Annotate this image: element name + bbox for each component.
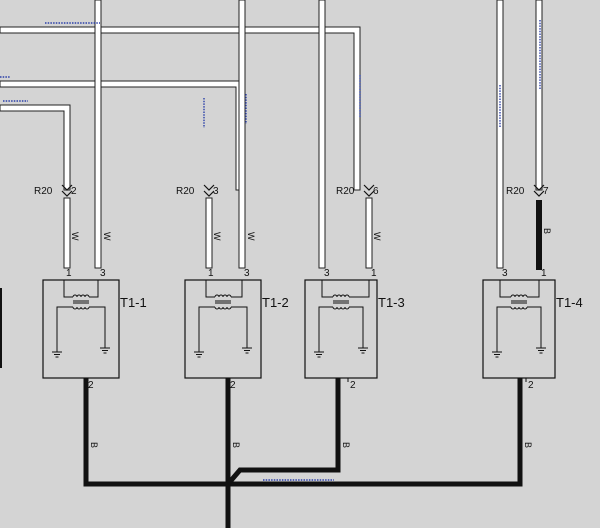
primary-winding-icon	[214, 294, 232, 298]
harness-wire-e	[238, 0, 246, 269]
coil-primary-lead-b	[231, 280, 243, 298]
coil-pin-right: 3	[100, 268, 106, 279]
coil-label: T1-1	[120, 295, 147, 310]
primary-winding-icon	[72, 294, 90, 298]
connector-name: R20	[336, 186, 355, 197]
ground-wire-bus	[83, 378, 523, 487]
coil-label: T1-3	[378, 295, 405, 310]
feed-wire-4-black	[536, 200, 542, 270]
connector-pin: 7	[543, 186, 549, 197]
ground-icon	[194, 351, 204, 358]
harness-wire-d	[94, 0, 102, 269]
harness-wire-c	[0, 104, 71, 191]
ground-icon	[358, 347, 368, 354]
coil-pin-bottom: 2	[350, 380, 356, 391]
secondary-winding-icon	[72, 306, 90, 310]
coil-primary-lead	[63, 280, 73, 298]
harness-wire-b	[0, 80, 243, 191]
connector-chevron	[61, 184, 73, 197]
coil-pin-right: 1	[371, 268, 377, 279]
wire-label-w-3: W	[212, 232, 222, 241]
connector-pin: 6	[373, 186, 379, 197]
connector-group: R20 2 R20 3 R20 6 R20 7	[34, 184, 549, 197]
coil-primary-lead-b	[89, 280, 99, 298]
coil-body	[482, 279, 556, 379]
ground-icon	[242, 347, 252, 354]
primary-winding-icon	[332, 294, 350, 298]
wire-color-labels: W W W W W B B B B B	[70, 228, 552, 448]
connector-name: R20	[34, 186, 53, 197]
connector-name: R20	[176, 186, 195, 197]
feed-wire-3	[365, 197, 373, 269]
coil-primary-lead-b	[527, 280, 540, 298]
coil-body	[184, 279, 262, 379]
coil-pin-left: 3	[324, 268, 330, 279]
connector-2: R20 3	[176, 184, 219, 197]
coil-pin-right: 1	[541, 268, 547, 279]
coil-primary-lead-b	[349, 280, 370, 298]
connector-4: R20 7	[506, 184, 549, 197]
coil-primary-lead	[321, 280, 333, 298]
connector-chevron	[203, 184, 215, 197]
ground-wire-3	[226, 378, 341, 486]
coil-label: T1-4	[556, 295, 583, 310]
ignition-coil-1: 1 3 2 T1-1	[42, 268, 147, 391]
wire-label-b-2: B	[89, 442, 99, 448]
coil-pin-bottom: 2	[230, 380, 236, 391]
harness-wire-g	[496, 0, 504, 269]
coil-pin-left: 1	[208, 268, 214, 279]
connector-3: R20 6	[336, 184, 379, 197]
connector-pin: 2	[71, 186, 77, 197]
coil-pin-right: 3	[244, 268, 250, 279]
wire-label-b-1: B	[542, 228, 552, 234]
coil-label: T1-2	[262, 295, 289, 310]
wire-label-w-1: W	[70, 232, 80, 241]
ground-icon	[52, 351, 62, 358]
feed-wire-2	[205, 197, 213, 269]
wire-label-b-3: B	[231, 442, 241, 448]
ignition-coil-4: 3 1 2 T1-4	[482, 268, 583, 391]
wire-tags	[0, 20, 541, 481]
coil-feed-wires	[63, 197, 373, 269]
harness-wire-f	[318, 0, 326, 269]
wire-label-w-5: W	[372, 232, 382, 241]
coil-pin-left: 3	[502, 268, 508, 279]
connector-chevron	[363, 184, 375, 197]
secondary-winding-icon	[332, 306, 350, 310]
top-harness	[0, 0, 543, 269]
secondary-winding-icon	[510, 306, 528, 310]
ignition-coil-2: 1 3 2 T1-2	[184, 268, 289, 391]
secondary-winding-icon	[214, 306, 232, 310]
ground-icon	[100, 347, 110, 354]
ground-icon	[536, 347, 546, 354]
coil-pin-left: 1	[66, 268, 72, 279]
wire-label-b-4: B	[341, 442, 351, 448]
coil-primary-lead	[499, 280, 511, 298]
coil-pin-bottom: 2	[528, 380, 534, 391]
ignition-coil-3: 3 1 2 T1-3	[304, 268, 405, 391]
coil-pin-bottom: 2	[88, 380, 94, 391]
ground-icon	[314, 351, 324, 358]
coil-primary-lead	[205, 280, 215, 298]
coil-body	[42, 279, 120, 379]
harness-wire-h	[535, 0, 543, 191]
coil-group: 1 3 2 T1-1 1 3 2 T1-2 3 1 2 T1-3 3 1 2 T1-4	[42, 268, 583, 391]
connector-pin: 3	[213, 186, 219, 197]
harness-wire-a	[0, 26, 361, 191]
wire-label-b-5: B	[523, 442, 533, 448]
connector-name: R20	[506, 186, 525, 197]
ground-icon	[492, 351, 502, 358]
wire-label-w-2: W	[102, 232, 112, 241]
wire-label-w-4: W	[246, 232, 256, 241]
primary-winding-icon	[510, 294, 528, 298]
connector-chevron	[533, 184, 545, 197]
ground-harness	[83, 378, 523, 528]
feed-wire-1	[63, 197, 71, 269]
connector-1: R20 2	[34, 184, 77, 197]
coil-body	[304, 279, 378, 379]
